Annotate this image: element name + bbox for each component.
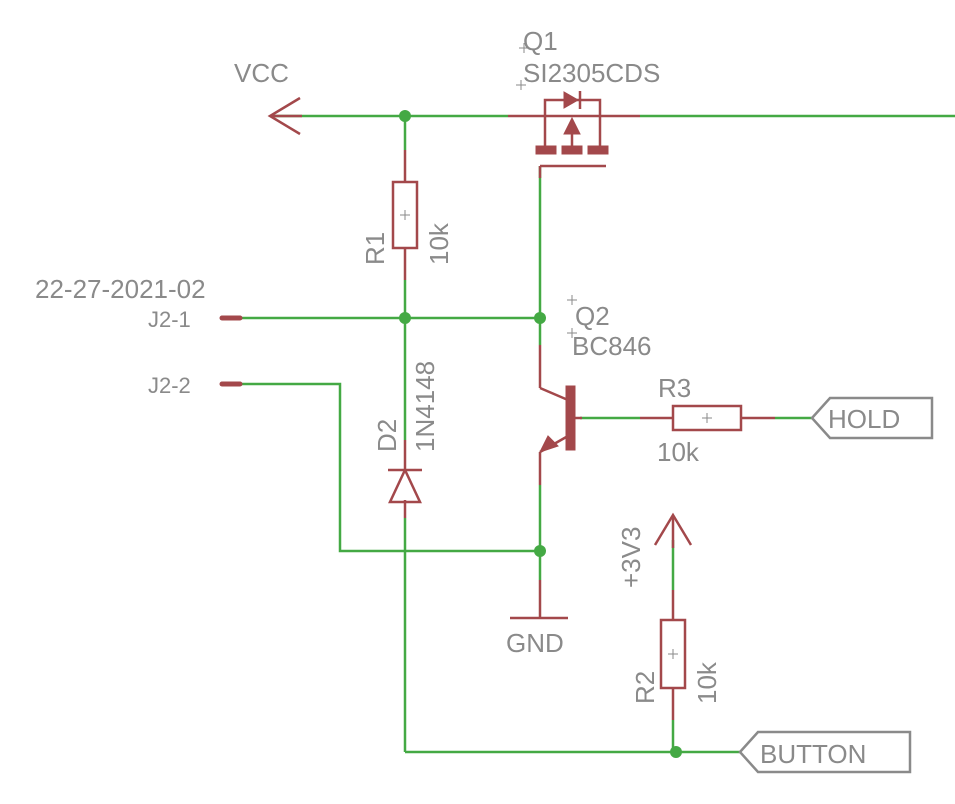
- q1-name: Q1: [523, 26, 558, 56]
- q1-value: SI2305CDS: [523, 58, 660, 88]
- r2-value: 10k: [692, 661, 722, 704]
- q2-base-plate: [565, 385, 576, 451]
- r3-value: 10k: [657, 437, 700, 467]
- r1-name: R1: [360, 232, 390, 265]
- wires: [238, 114, 955, 754]
- connector-j2: 22-27-2021-02 J2-1 J2-2: [35, 274, 243, 398]
- q2-emitter-arrow: [539, 435, 559, 453]
- d2-anode-triangle: [388, 467, 422, 504]
- junctions: [399, 110, 682, 758]
- q2-origin-marks: [567, 295, 577, 338]
- q1-arrow: [563, 116, 581, 135]
- r1-origin-mark: [400, 210, 410, 220]
- r3-name: R3: [658, 373, 691, 403]
- r2-resistor: R2 10k: [630, 590, 722, 720]
- d2-value: 1N4148: [410, 361, 440, 452]
- v3-label: +3V3: [616, 527, 646, 588]
- hold-label: HOLD: [828, 404, 900, 434]
- q1-origin-marks: [516, 43, 529, 90]
- d2-name: D2: [372, 419, 402, 452]
- connector-name: 22-27-2021-02: [35, 274, 206, 304]
- r1-value: 10k: [424, 222, 454, 265]
- gnd-symbol: GND: [506, 580, 568, 658]
- j2-2-wire: [238, 382, 540, 553]
- q2-collector: [539, 386, 569, 402]
- q1-mosfet: Q1 SI2305CDS: [508, 26, 660, 178]
- q1-channel-1: [535, 145, 557, 155]
- v3-symbol: +3V3: [616, 512, 693, 588]
- button-flag-outline: [738, 730, 912, 774]
- q2-transistor: Q2 BC846: [538, 295, 652, 485]
- q2-value: BC846: [572, 331, 652, 361]
- junction-button: [670, 746, 682, 758]
- vcc-label: VCC: [234, 58, 289, 88]
- r2-origin-mark: [668, 649, 678, 659]
- q2-name: Q2: [575, 301, 610, 331]
- q1-body-diode: [563, 91, 580, 109]
- r2-body: [659, 618, 687, 690]
- r1-resistor: R1 10k: [360, 150, 454, 280]
- button-net-flag: BUTTON: [738, 730, 912, 774]
- gnd-label: GND: [506, 628, 564, 658]
- hold-flag-outline: [810, 396, 934, 440]
- r3-origin-mark: [702, 413, 712, 423]
- junction-vcc-r1: [399, 110, 411, 122]
- junction-gnd: [534, 545, 546, 557]
- junction-j2-1-r1: [399, 312, 411, 324]
- q1-channel-2: [561, 145, 583, 155]
- junction-j2-1-q2: [534, 312, 546, 324]
- q1-channel-3: [587, 145, 609, 155]
- r2-name: R2: [630, 671, 660, 704]
- vcc-symbol: VCC: [234, 58, 302, 136]
- j2-1-label: J2-1: [148, 307, 191, 332]
- r3-body: [671, 404, 743, 432]
- button-label: BUTTON: [760, 739, 866, 769]
- j2-2-label: J2-2: [148, 373, 191, 398]
- hold-net-flag: HOLD: [810, 396, 934, 440]
- r3-resistor: R3 10k: [640, 373, 775, 467]
- d2-diode: D2 1N4148: [372, 361, 440, 518]
- r1-body: [391, 180, 419, 250]
